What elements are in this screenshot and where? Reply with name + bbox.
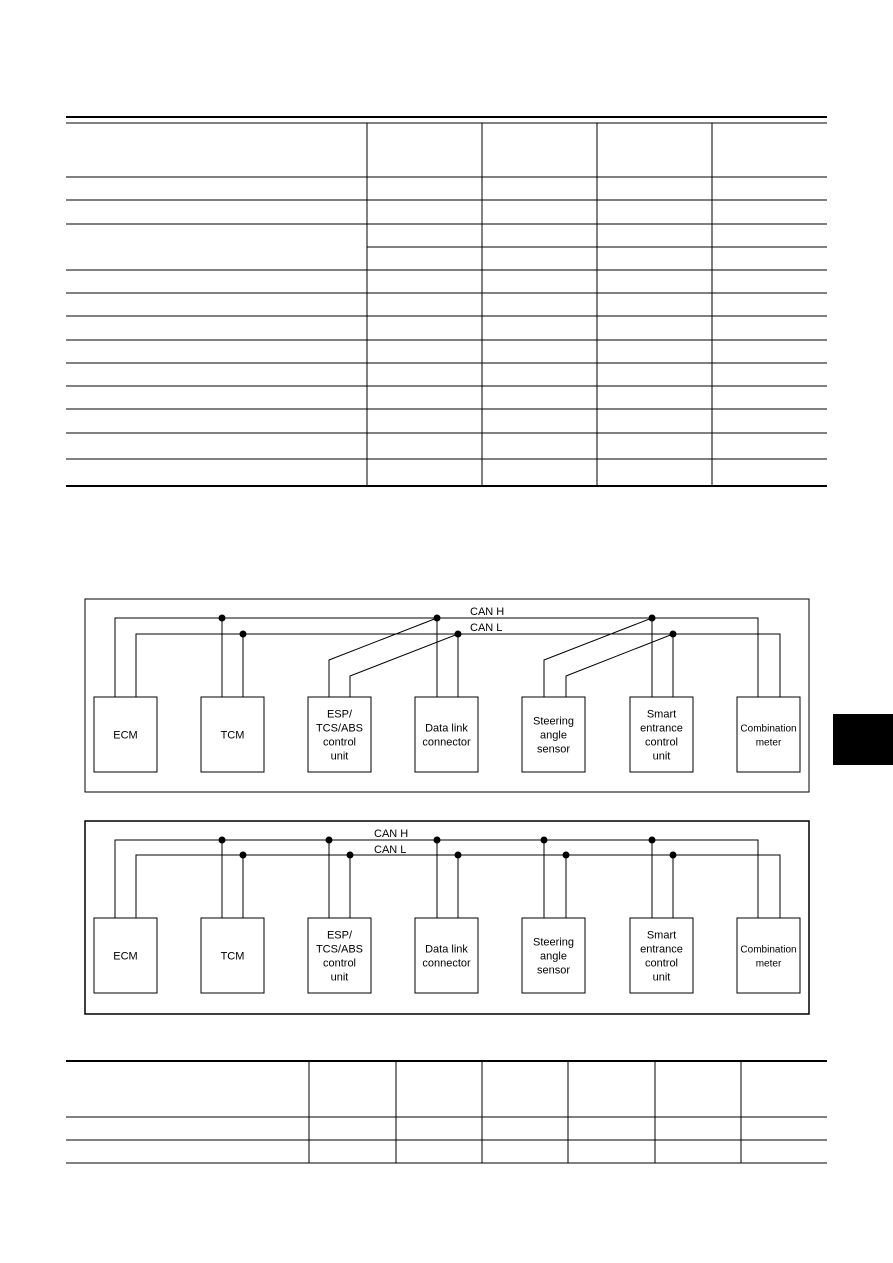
diagram-1-unit-box: [307, 696, 372, 773]
diagram-1-can-l-label: CAN L: [470, 622, 502, 634]
diagram-2-unit-label: ECM: [113, 951, 137, 963]
diagram-2-unit-box: [200, 917, 265, 994]
diagram-2-can-l-label: CAN L: [374, 844, 406, 856]
diagram-1-unit-label: Steering: [533, 716, 574, 728]
diagram-2-unit-label: Combination: [740, 945, 796, 956]
diagram-2-unit-box: [93, 917, 158, 994]
diagram-2-unit-label: TCM: [221, 951, 245, 963]
diagram-1-unit-box: [93, 696, 158, 773]
diagram-2-unit-label: control: [645, 958, 678, 970]
diagram-1-unit-box: [629, 696, 694, 773]
diagram-2-unit-label: unit: [653, 972, 671, 984]
diagram-1-unit-box: [521, 696, 586, 773]
table-2-row-lines: [66, 1116, 827, 1164]
diagram-1-unit-label: control: [645, 737, 678, 749]
diagram-1-unit-label: ECM: [113, 730, 137, 742]
diagram-2-unit-0: ECM: [93, 917, 158, 994]
diagram-1-unit-label: Data link: [425, 723, 468, 735]
diagram-1-unit-label: Combination: [740, 724, 796, 735]
diagram-2-junctions: [218, 836, 677, 859]
diagram-2-unit-3: Data link connector: [414, 917, 479, 994]
diagram-1-unit-label: angle: [540, 730, 567, 742]
diagram-1-unit-1: TCM: [200, 696, 265, 773]
diagram-1-frame: [84, 598, 810, 793]
diagram-1-unit-box: [414, 696, 479, 773]
diagram-1-unit-label: ESP/: [327, 709, 353, 721]
diagram-2-unit-label: ESP/: [327, 930, 353, 942]
diagram-2-unit-5: Smart entrance control unit: [629, 917, 694, 994]
diagram-1-unit-label: control: [323, 737, 356, 749]
diagram-2-unit-label: Steering: [533, 937, 574, 949]
diagram-2-unit-label: entrance: [640, 944, 683, 956]
diagram-1-drops: [221, 617, 674, 697]
diagram-2-frame: [84, 820, 810, 1015]
diagram-2-unit-label: sensor: [537, 965, 570, 977]
section-index-tab: [833, 714, 893, 765]
diagram-1-junctions: [218, 614, 677, 638]
diagram-2-unit-box: [521, 917, 586, 994]
diagram-2-unit-label: unit: [331, 972, 349, 984]
diagram-2-unit-label: control: [323, 958, 356, 970]
table-1-column-lines: [366, 123, 713, 486]
table-1-row-lines: [66, 176, 827, 460]
diagram-1-unit-label: TCS/ABS: [316, 723, 363, 735]
diagram-1-unit-3: Data link connector: [414, 696, 479, 773]
diagram-2-unit-label: TCS/ABS: [316, 944, 363, 956]
diagram-1-unit-label: TCM: [221, 730, 245, 742]
diagram-2-unit-2: ESP/TCS/ABS control unit: [307, 917, 372, 994]
diagram-2-drops: [221, 840, 674, 918]
diagram-1-unit-label: meter: [756, 738, 782, 749]
diagram-2-unit-label: Data link: [425, 944, 468, 956]
diagram-1-unit-label: Smart: [647, 709, 676, 721]
diagram-2-units: ECM TCM ESP/TCS/ABS control unit Data link con…: [93, 917, 801, 994]
diagram-2-unit-1: TCM: [200, 917, 265, 994]
table-1: [66, 116, 827, 487]
diagram-1-unit-label: entrance: [640, 723, 683, 735]
diagram-1-unit-5: Smart entrance control unit: [629, 696, 694, 773]
diagram-2-unit-label: meter: [756, 959, 782, 970]
diagram-1-can-h-label: CAN H: [470, 606, 504, 618]
diagram-1-unit-label: unit: [331, 751, 349, 763]
diagram-2-unit-4: Steering angle sensor: [521, 917, 586, 994]
diagram-1-unit-6: Combination meter: [736, 696, 801, 773]
diagram-2-unit-box: [736, 917, 801, 994]
diagram-1-unit-label: sensor: [537, 744, 570, 756]
diagram-1-unit-4: Steering angle sensor: [521, 696, 586, 773]
diagram-1-unit-0: ECM: [93, 696, 158, 773]
diagram-2-unit-label: angle: [540, 951, 567, 963]
diagram-1-unit-label: unit: [653, 751, 671, 763]
diagram-2-unit-label: connector: [422, 958, 471, 970]
diagram-2-unit-label: Smart: [647, 930, 676, 942]
diagram-2-can-h-label: CAN H: [374, 828, 408, 840]
diagram-1-unit-box: [736, 696, 801, 773]
diagram-1-unit-label: connector: [422, 737, 471, 749]
diagram-2-unit-box: [414, 917, 479, 994]
table-2-column-lines: [308, 1061, 742, 1163]
diagram-1-unit-box: [200, 696, 265, 773]
diagram-2-unit-box: [629, 917, 694, 994]
diagram-1-unit-2: ESP/TCS/ABS control unit: [307, 696, 372, 773]
diagram-2-unit-6: Combination meter: [736, 917, 801, 994]
diagram-2-unit-box: [307, 917, 372, 994]
diagram-1-units: ECM TCM ESP/TCS/ABS control unit Data link con…: [93, 696, 801, 773]
